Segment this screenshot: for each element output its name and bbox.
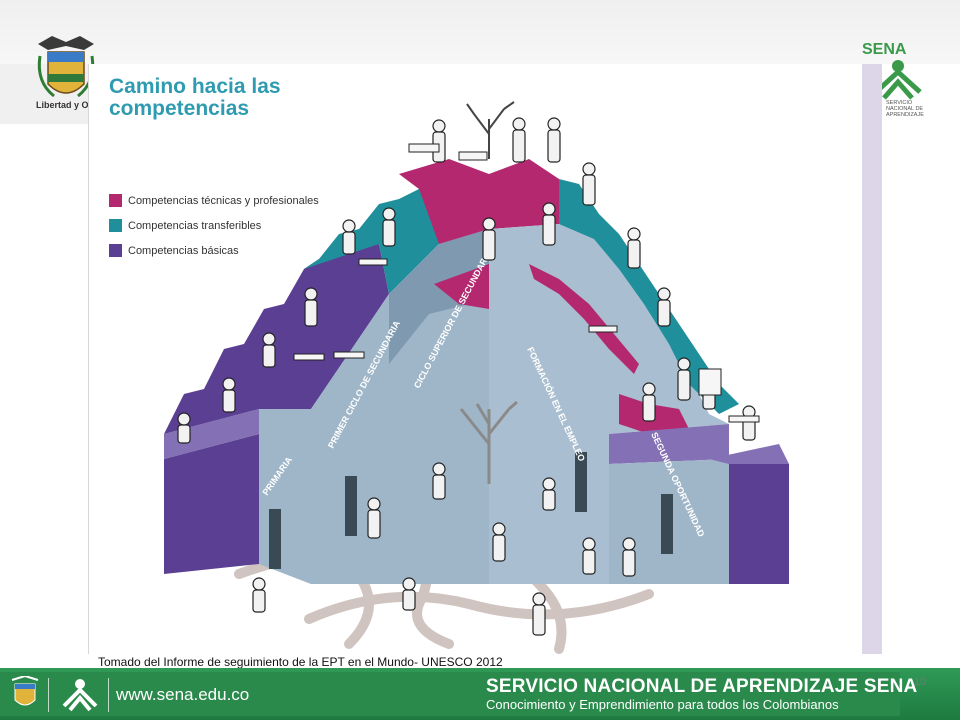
legend-swatch-teal (109, 219, 122, 232)
legend-label: Competencias básicas (128, 244, 239, 257)
legend: Competencias técnicas y profesionales Co… (109, 188, 319, 263)
people-figures (177, 117, 756, 636)
footer-divider (108, 678, 109, 712)
door-primaria (269, 509, 281, 569)
source-caption: Tomado del Informe de seguimiento de la … (98, 655, 503, 669)
door-empleo (575, 452, 587, 512)
legend-item-tecnicas: Competencias técnicas y profesionales (109, 188, 319, 213)
competencias-figure: PRIMARIA PRIMER CICLO DE SECUNDARIA CICL… (88, 64, 837, 654)
legend-label: Competencias técnicas y profesionales (128, 194, 319, 207)
crest-caption: Libertad y Orden (36, 100, 109, 110)
footer-url-link[interactable]: www.sena.edu.co (116, 685, 250, 704)
decorative-strip (862, 64, 882, 654)
door-segunda (661, 494, 673, 554)
top-tree-icon (466, 101, 515, 159)
header-band (0, 0, 960, 64)
footer-title: SERVICIO NACIONAL DE APRENDIZAJE SENA (486, 676, 918, 697)
sena-logo-subtext: SERVICIO NACIONAL DE APRENDIZAJE (886, 100, 924, 118)
figure-title: Camino hacia las competencias (109, 75, 281, 120)
pyramid-illustration: PRIMARIA PRIMER CICLO DE SECUNDARIA CICL… (164, 101, 789, 654)
legend-item-basicas: Competencias básicas (109, 238, 319, 263)
footer-inner (0, 672, 900, 716)
right-structure (489, 179, 789, 584)
legend-swatch-magenta (109, 194, 122, 207)
colombia-crest-icon (37, 36, 95, 98)
footer-subtitle: Conocimiento y Emprendimiento para todos… (486, 697, 839, 712)
legend-label: Competencias transferibles (128, 219, 262, 232)
desks (293, 143, 760, 423)
footer-crest-icon (11, 676, 39, 706)
tree-icon (459, 400, 518, 484)
sena-logo-icon: SENA (862, 41, 922, 100)
footer-divider (48, 678, 49, 712)
legend-item-transferibles: Competencias transferibles (109, 213, 319, 238)
page-number: 10 (914, 676, 927, 688)
sena-logo-text: SENA (862, 41, 907, 58)
footer-sena-logo-icon (62, 679, 98, 712)
door-secundaria (345, 476, 357, 536)
legend-swatch-purple (109, 244, 122, 257)
